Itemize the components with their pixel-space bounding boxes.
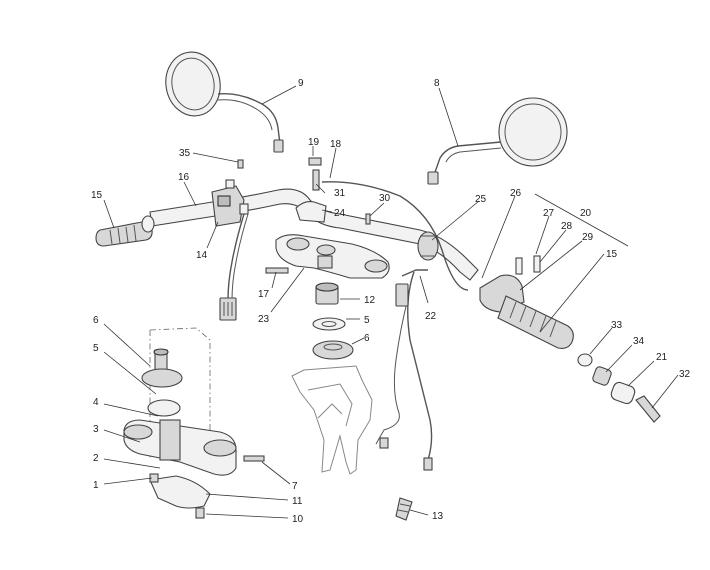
callout-1: 1 bbox=[93, 480, 99, 491]
steering-stack bbox=[312, 282, 354, 360]
callout-32: 32 bbox=[679, 369, 691, 380]
callout-9: 9 bbox=[298, 78, 304, 89]
callout-10: 10 bbox=[292, 514, 304, 525]
frame-head bbox=[291, 365, 373, 475]
callout-29: 29 bbox=[582, 232, 594, 243]
left-switch bbox=[211, 179, 249, 227]
right-grip bbox=[497, 295, 574, 349]
callout-30: 30 bbox=[379, 193, 391, 204]
callout-24: 24 bbox=[334, 208, 346, 219]
callout-12: 12 bbox=[364, 295, 376, 306]
callout-25: 25 bbox=[475, 194, 487, 205]
callout-6-right: 6 bbox=[364, 333, 370, 344]
callout-14: 14 bbox=[196, 250, 208, 261]
steering-stem-assembly bbox=[123, 327, 265, 519]
left-switch-wire bbox=[219, 213, 249, 321]
callout-16: 16 bbox=[178, 172, 190, 183]
handlebar-clamp bbox=[237, 157, 371, 225]
callout-numbers: 9 8 35 19 18 16 31 30 25 26 15 24 14 27 … bbox=[91, 78, 691, 525]
leader-lines bbox=[103, 85, 679, 519]
callout-13: 13 bbox=[432, 511, 444, 522]
callout-31: 31 bbox=[334, 188, 346, 199]
callout-35: 35 bbox=[179, 148, 191, 159]
callout-2: 2 bbox=[93, 453, 99, 464]
callout-8: 8 bbox=[434, 78, 440, 89]
cable-end-13 bbox=[395, 497, 413, 521]
callout-23: 23 bbox=[258, 314, 270, 325]
callout-34: 34 bbox=[633, 336, 645, 347]
callout-18: 18 bbox=[330, 139, 342, 150]
callout-33: 33 bbox=[611, 320, 623, 331]
callout-15-left: 15 bbox=[91, 190, 103, 201]
callout-6-left: 6 bbox=[93, 315, 99, 326]
callout-5-left: 5 bbox=[93, 343, 99, 354]
callout-28: 28 bbox=[561, 221, 573, 232]
callout-27: 27 bbox=[543, 208, 555, 219]
callout-17: 17 bbox=[258, 289, 270, 300]
right-mirror bbox=[427, 97, 568, 185]
callout-3: 3 bbox=[93, 424, 99, 435]
callout-15-right: 15 bbox=[606, 249, 618, 260]
right-switch bbox=[417, 231, 439, 261]
bar-end-parts bbox=[577, 353, 661, 423]
callout-26: 26 bbox=[510, 188, 522, 199]
top-yoke bbox=[265, 234, 390, 279]
throttle-cables bbox=[321, 181, 469, 471]
callout-21: 21 bbox=[656, 352, 668, 363]
callout-7: 7 bbox=[292, 481, 298, 492]
callout-19: 19 bbox=[308, 137, 320, 148]
callout-11: 11 bbox=[292, 496, 303, 507]
left-grip bbox=[95, 215, 155, 247]
callout-4: 4 bbox=[93, 397, 99, 408]
left-mirror bbox=[165, 51, 284, 153]
callout-20: 20 bbox=[580, 208, 592, 219]
callout-5-right: 5 bbox=[364, 315, 370, 326]
callout-22: 22 bbox=[425, 311, 437, 322]
